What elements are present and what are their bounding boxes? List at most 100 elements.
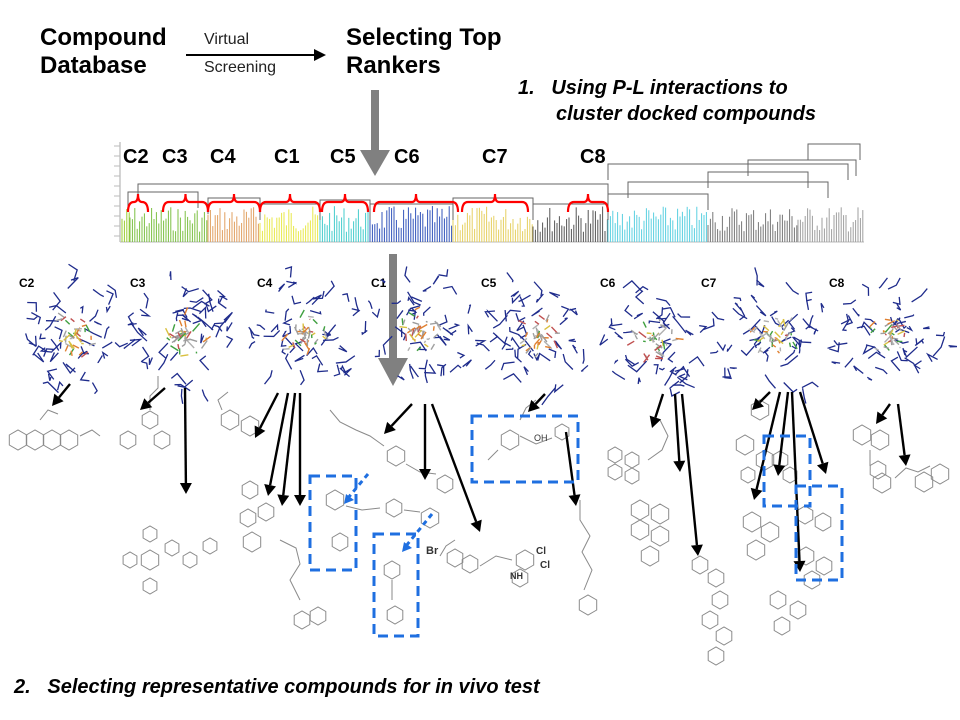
protein-residue	[711, 311, 725, 321]
ligand-bond	[535, 327, 539, 336]
molecule-chain	[487, 449, 499, 461]
protein-residue	[327, 324, 337, 336]
protein-residue	[904, 357, 920, 374]
ligand-bond	[748, 328, 756, 333]
cluster-bracket	[126, 193, 150, 213]
protein-residue	[201, 389, 209, 402]
protein-residue	[408, 309, 417, 320]
ligand-bond	[314, 342, 317, 345]
ligand-bond	[181, 343, 186, 347]
protein-residue	[948, 344, 958, 348]
ligand-bond	[185, 331, 192, 339]
selection-arrow	[264, 392, 290, 496]
protein-residue	[157, 353, 169, 371]
ligand-bond	[402, 319, 406, 325]
protein-residue	[935, 331, 946, 337]
protein-residue	[561, 305, 570, 318]
ligand-bond	[525, 347, 532, 354]
molecule-ring	[650, 503, 670, 525]
molecule-ring	[241, 480, 259, 500]
protein-residue	[535, 293, 544, 303]
molecule-ring	[122, 551, 138, 569]
protein-residue	[783, 382, 798, 393]
protein-residue	[902, 346, 918, 359]
ligand-bond	[888, 340, 892, 343]
protein-residue	[475, 339, 487, 347]
protein-residue	[158, 342, 169, 359]
step1-number: 1.	[518, 77, 535, 99]
molecule-ring	[746, 539, 766, 561]
molecule-ring	[869, 460, 887, 480]
protein-residue	[553, 340, 563, 350]
ligand-bond	[184, 320, 187, 328]
protein-residue	[89, 309, 99, 322]
ligand-bond	[893, 339, 900, 346]
protein-residue	[174, 383, 191, 392]
protein-residue	[788, 313, 799, 330]
protein-residue	[569, 307, 577, 311]
ligand-bond	[302, 323, 305, 331]
protein-residue	[200, 333, 205, 344]
ligand-bond	[892, 337, 899, 340]
molecule-ring	[711, 590, 729, 610]
protein-residue	[653, 364, 659, 375]
ligand-bond	[896, 323, 903, 332]
protein-residue	[710, 350, 719, 354]
docked-pose-cluster	[248, 266, 368, 386]
molecule-ring	[59, 429, 79, 451]
ligand-bond	[184, 337, 188, 344]
molecule-ring	[769, 590, 787, 610]
ligand-bond	[532, 332, 536, 339]
protein-residue	[505, 347, 514, 351]
protein-residue	[844, 357, 854, 368]
protein-residue	[351, 308, 361, 317]
docked-pose-cluster	[364, 266, 490, 384]
ligand-bond	[414, 306, 421, 311]
protein-residue	[449, 364, 462, 373]
molecule-ring	[385, 498, 403, 518]
protein-residue	[264, 370, 273, 385]
protein-residue	[127, 322, 137, 326]
protein-residue	[248, 341, 256, 349]
molecule-ring	[750, 399, 770, 421]
protein-residue	[191, 313, 202, 321]
molecule-ring	[803, 570, 821, 590]
ligand-bond	[419, 323, 428, 330]
protein-residue	[305, 296, 315, 305]
protein-residue	[270, 323, 279, 333]
ligand-bond	[313, 338, 319, 344]
step1-caption: 1. Using P-L interactions to cluster doc…	[518, 75, 816, 127]
molecule-ring	[914, 471, 934, 493]
protein-residue	[213, 324, 223, 332]
protein-residue	[422, 306, 431, 316]
protein-residue	[509, 327, 520, 336]
protein-residue	[442, 327, 454, 336]
ligand-bond	[661, 339, 664, 347]
ligand-bond	[889, 329, 894, 336]
ligand-bond	[307, 331, 311, 339]
ligand-bond	[58, 339, 64, 343]
protein-residue	[793, 336, 812, 344]
molecule-ring	[870, 429, 890, 451]
protein-residue	[294, 340, 304, 352]
molecule-ring	[735, 434, 755, 456]
protein-residue	[280, 339, 287, 347]
ligand-bond	[753, 326, 759, 332]
protein-residue	[169, 271, 172, 281]
protein-residue	[634, 290, 645, 305]
ligand-bond	[171, 336, 181, 344]
selection-arrow	[179, 387, 192, 494]
ligand-bond	[658, 336, 661, 341]
protein-residue	[923, 326, 930, 330]
protein-residue	[648, 320, 661, 324]
protein-residue	[548, 348, 557, 359]
protein-residue	[914, 339, 924, 347]
ligand-bond	[538, 340, 542, 346]
selection-arrow	[680, 393, 703, 556]
protein-residue	[516, 320, 525, 332]
protein-residue	[282, 318, 293, 326]
ligand-bond	[891, 325, 898, 329]
ligand-bond	[638, 331, 647, 339]
cluster-bracket	[460, 193, 530, 213]
protein-residue	[729, 367, 737, 370]
